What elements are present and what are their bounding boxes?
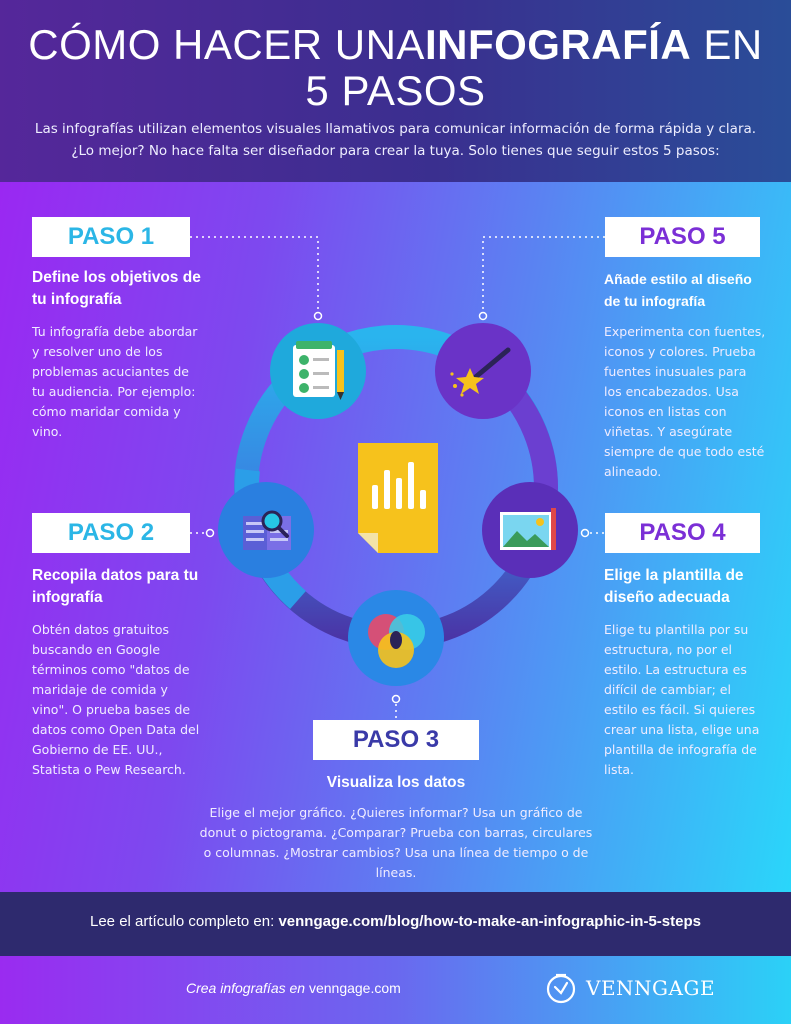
step-4-title: Elige la plantilla de diseño adecuada bbox=[604, 567, 744, 606]
footer-article-bar: Lee el artículo completo en: venngage.co… bbox=[0, 892, 791, 956]
footer-prefix: Lee el artículo completo en: bbox=[90, 913, 279, 930]
step-5-title: Añade estilo al diseño de tu infografía bbox=[604, 271, 752, 309]
step-2-label: PASO 2 bbox=[32, 513, 190, 553]
search-data-icon bbox=[218, 482, 314, 578]
intro-text: Las infografías utilizan elementos visua… bbox=[34, 121, 757, 159]
title-part-1: CÓMO HACER UNA bbox=[28, 21, 425, 68]
magic-wand-icon bbox=[435, 323, 531, 419]
step-2-text: Obtén datos gratuitos buscando en Google… bbox=[32, 622, 200, 777]
brand-tagline-site[interactable]: venngage.com bbox=[305, 980, 401, 996]
step-1-title: Define los objetivos de tu infografía bbox=[32, 269, 201, 308]
checklist-icon bbox=[270, 323, 366, 419]
page-title: CÓMO HACER UNAINFOGRAFÍA EN 5 PASOS bbox=[20, 22, 771, 114]
step-3-text: Elige el mejor gráfico. ¿Quieres informa… bbox=[199, 805, 593, 880]
brand-logo-text[interactable]: VENNGAGE bbox=[586, 976, 716, 1000]
brand-tagline: Crea infografías en venngage.com bbox=[186, 980, 401, 996]
venngage-clock-icon bbox=[546, 973, 576, 1004]
step-1-label: PASO 1 bbox=[32, 217, 190, 257]
brand-bar: Crea infografías en venngage.com VENNGAG… bbox=[0, 956, 791, 1024]
footer-article-link[interactable]: venngage.com/blog/how-to-make-an-infogra… bbox=[278, 913, 701, 930]
connector-lines bbox=[190, 236, 605, 720]
step-1-text: Tu infografía debe abordar y resolver un… bbox=[32, 324, 198, 439]
title-bold: INFOGRAFÍA bbox=[424, 21, 692, 68]
brand-tagline-italic: Crea infografías en bbox=[186, 980, 306, 996]
step-4-label: PASO 4 bbox=[605, 513, 760, 553]
footer-article-text: Lee el artículo completo en: venngage.co… bbox=[0, 913, 791, 930]
connector-dots bbox=[205, 311, 590, 704]
template-picture-icon bbox=[482, 482, 578, 578]
header: CÓMO HACER UNAINFOGRAFÍA EN 5 PASOS Las i… bbox=[0, 0, 791, 182]
step-2-title: Recopila datos para tu infografía bbox=[32, 567, 199, 606]
bar-chart-document-icon bbox=[358, 443, 438, 553]
step-5-label: PASO 5 bbox=[605, 217, 760, 257]
title-part-2: EN bbox=[691, 21, 763, 68]
step-3-title: Visualiza los datos bbox=[326, 774, 466, 791]
venn-diagram-icon bbox=[348, 590, 444, 686]
step-4-text: Elige tu plantilla por su estructura, no… bbox=[604, 622, 760, 777]
step-3-label: PASO 3 bbox=[313, 720, 479, 760]
title-line-2: 5 PASOS bbox=[305, 67, 486, 114]
step-5-text: Experimenta con fuentes, iconos y colore… bbox=[604, 324, 766, 479]
